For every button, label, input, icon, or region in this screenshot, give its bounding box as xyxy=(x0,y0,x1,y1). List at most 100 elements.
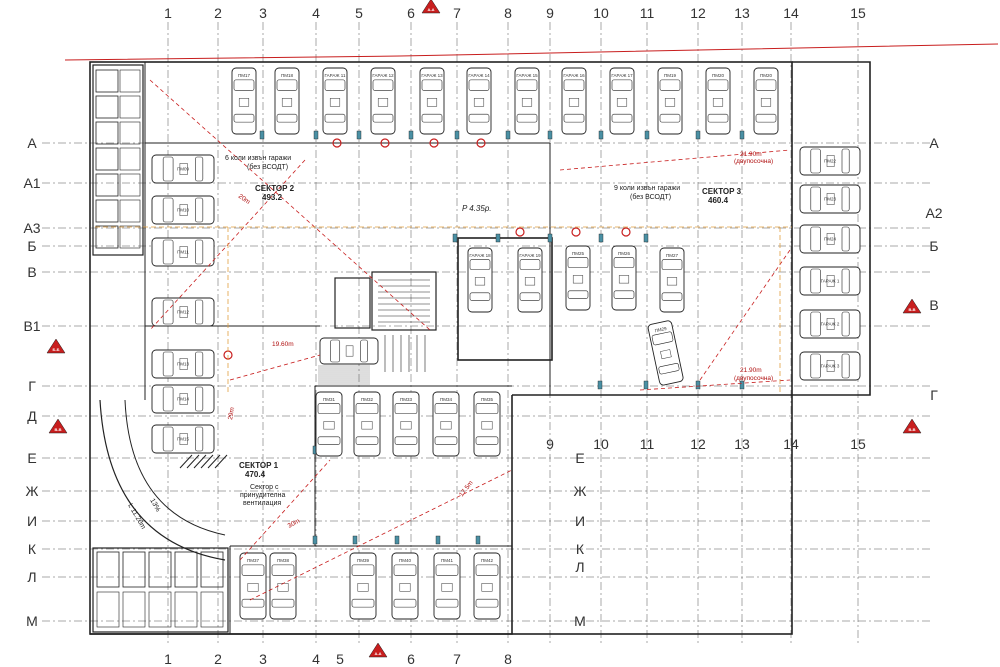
car-id-box xyxy=(826,275,835,287)
car-windshield xyxy=(271,564,295,576)
car-id-box xyxy=(441,583,453,592)
section-marker-triangle xyxy=(421,0,441,14)
car-windshield xyxy=(330,339,341,363)
car-id-box xyxy=(357,583,369,592)
car-rear-window xyxy=(755,113,777,123)
parking-space: ПМ37 xyxy=(239,552,267,620)
ramp-car-group: ПМ29 xyxy=(647,320,684,386)
parking-space: ПМ17 xyxy=(231,67,257,135)
parking-space: ПМ25 xyxy=(565,245,591,311)
parking-label: ПМ12 xyxy=(177,310,189,315)
structural-column xyxy=(598,233,604,243)
parking-space: ПМ20 xyxy=(705,67,731,135)
car-rear-window xyxy=(195,197,204,223)
section-marker-triangle xyxy=(48,418,68,434)
car-id-box xyxy=(440,421,452,430)
car-rear-window xyxy=(195,239,204,265)
car-id-box xyxy=(399,583,411,592)
sector3-note2: (без ВСОДТ) xyxy=(630,193,671,201)
axis-number-top: 4 xyxy=(312,5,320,21)
parking-label: ПМ10 xyxy=(177,208,189,213)
axis-number-mid: 9 xyxy=(546,436,554,452)
parking-label: ГАРАЖ 18 xyxy=(469,253,491,258)
car-id-box xyxy=(481,583,493,592)
dim-dvuposochna-bottom: (двупосочна) xyxy=(734,375,773,382)
section-marker-label: А-А xyxy=(374,651,381,656)
car-windshield xyxy=(519,259,541,271)
parking-space: ГАРАЖ 12 xyxy=(370,67,396,135)
storage-cell-bottom xyxy=(174,551,198,588)
car-body xyxy=(353,391,381,457)
car-body xyxy=(151,349,215,379)
parking-space: ПМ20 xyxy=(753,67,779,135)
axis-number-top: 10 xyxy=(593,5,609,21)
car-windshield xyxy=(162,197,174,223)
storage-cell xyxy=(119,147,141,171)
axis-number-bottom: 7 xyxy=(453,651,461,667)
axis-number-mid: 15 xyxy=(850,436,866,452)
car-rear-window xyxy=(516,113,538,123)
structural-column xyxy=(312,535,318,545)
section-marker-icon: А-А xyxy=(368,642,388,658)
car-windshield xyxy=(611,79,633,91)
parking-space: ПМ35 xyxy=(473,391,501,457)
car-rear-window xyxy=(841,353,850,379)
car-windshield xyxy=(324,79,346,91)
storage-cell xyxy=(119,173,141,197)
parking-label: ГАРАЖ 11 xyxy=(325,73,346,78)
storage-cell xyxy=(95,199,119,223)
axis-number-bottom: 4 xyxy=(312,651,320,667)
parking-label: ПМ37 xyxy=(247,558,259,563)
parking-space xyxy=(319,337,379,365)
storage-cell xyxy=(95,225,119,249)
car-rear-window xyxy=(195,351,204,377)
left-service-block xyxy=(92,64,144,256)
axis-letter-mid: И xyxy=(575,513,585,529)
storage-cell-bottom xyxy=(122,551,146,588)
car-id-box xyxy=(826,318,835,330)
axis-letter-left: Б xyxy=(27,238,36,254)
parking-label: ПМ23 xyxy=(824,197,836,202)
axis-number-bottom: 8 xyxy=(504,651,512,667)
parking-label: ПМ25 xyxy=(572,251,584,256)
ramp-stripe xyxy=(214,454,228,469)
car-windshield xyxy=(317,403,341,415)
sector1-area: 470.4 xyxy=(245,470,266,479)
parking-space: ПМ34 xyxy=(432,391,460,457)
car-rear-window xyxy=(841,268,850,294)
car-windshield xyxy=(394,403,418,415)
car-body xyxy=(419,67,445,135)
axis-number-top: 9 xyxy=(546,5,554,21)
parking-label: ПМ27 xyxy=(666,253,678,258)
car-id-box xyxy=(238,98,250,107)
car-id-box xyxy=(826,360,835,372)
structural-column xyxy=(394,535,400,545)
structural-column xyxy=(643,233,649,243)
car-rear-window xyxy=(195,299,204,325)
car-body xyxy=(370,67,396,135)
car-body xyxy=(391,552,419,620)
axis-number-mid: 12 xyxy=(690,436,706,452)
storage-cell xyxy=(119,95,141,119)
car-id-box xyxy=(179,393,188,405)
car-rear-window xyxy=(435,598,459,608)
car-windshield xyxy=(475,403,499,415)
service-rooms xyxy=(95,69,430,628)
car-rear-window xyxy=(519,292,541,301)
parking-space: ПМ40 xyxy=(391,552,419,620)
parking-label: ПМ20 xyxy=(760,73,772,78)
car-id-box xyxy=(281,98,293,107)
structural-column xyxy=(739,130,745,140)
storage-cell xyxy=(119,199,141,223)
parking-label: ПМ42 xyxy=(481,558,493,563)
car-body xyxy=(657,67,683,135)
storage-cell-bottom xyxy=(148,591,172,628)
car-rear-window xyxy=(661,292,683,301)
axis-letter-left: М xyxy=(26,613,38,629)
car-rear-window xyxy=(360,339,368,363)
section-marker-triangle xyxy=(46,338,66,354)
sector-line-lower2 xyxy=(249,469,513,601)
fire-marker-icon xyxy=(429,138,439,148)
sector2-note1: 6 коли извън гаражи xyxy=(225,155,291,162)
car-id-box xyxy=(826,155,835,167)
